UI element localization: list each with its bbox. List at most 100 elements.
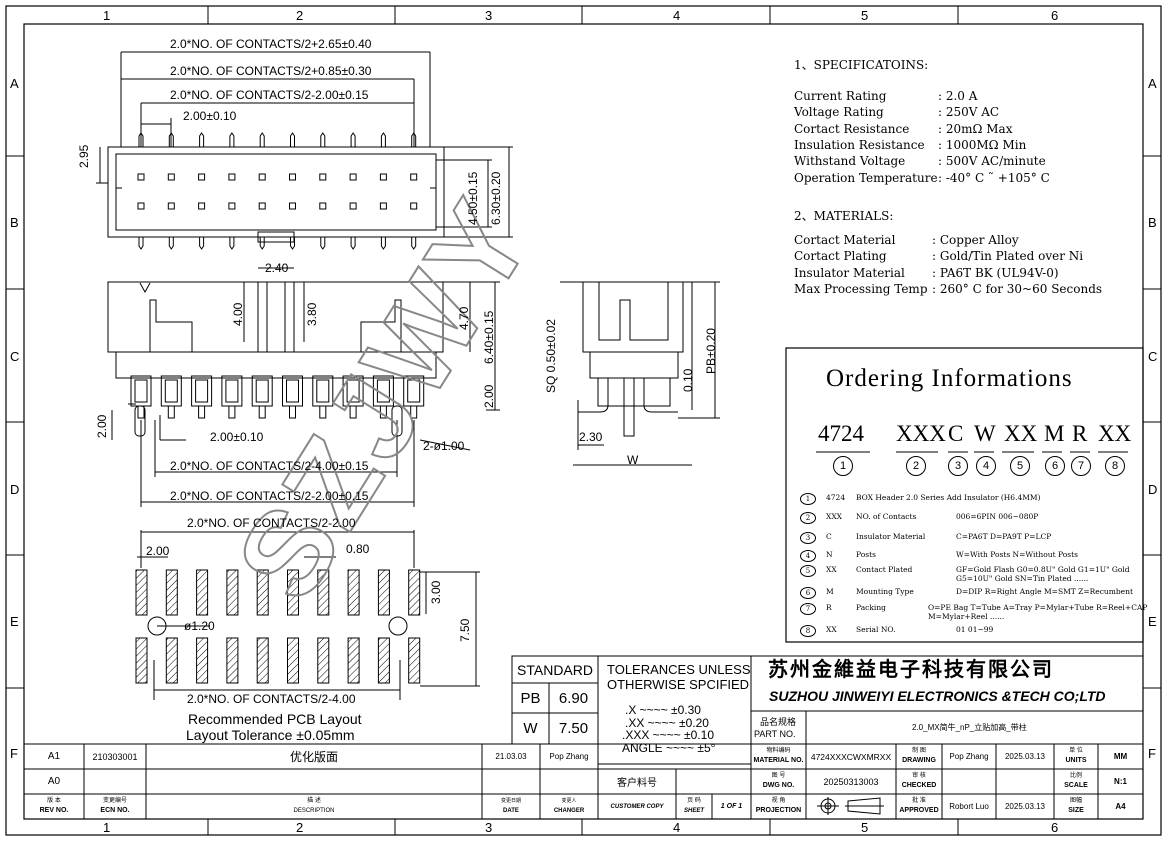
row-label: F	[1148, 746, 1156, 761]
col-label: 5	[861, 8, 869, 23]
dimension-label: 2.0*NO. OF CONTACTS/2-4.00±0.15	[170, 459, 369, 473]
ecn-header: 变更编号	[102, 798, 127, 804]
spec-key: Voltage Rating	[794, 105, 884, 120]
company-name-cn: 苏州金維益电子科技有限公司	[768, 659, 1054, 681]
size-label: SIZE	[1068, 807, 1084, 814]
spec-value: : 1000MΩ Min	[938, 138, 1027, 153]
tolerance-title: TOLERANCES UNLESS	[607, 662, 751, 677]
pcb-pad	[196, 569, 209, 616]
top-pin	[410, 202, 418, 210]
spec-value: : 20mΩ Max	[938, 121, 1013, 136]
ordering-row-options: W=With Posts N=Without Posts	[956, 550, 1078, 559]
pcb-pad	[287, 637, 299, 684]
col-label: 1	[103, 8, 111, 23]
dimension-label: W	[627, 453, 639, 467]
ordering-row-field: Serial NO.	[856, 625, 896, 634]
size: A4	[1115, 802, 1126, 811]
dimension-label: SQ 0.50±0.02	[544, 319, 558, 393]
dimension-label: 0.80	[346, 542, 370, 556]
pcb-pad	[165, 637, 178, 684]
ordering-marker: 2	[906, 456, 926, 476]
standard-key: PB	[520, 689, 541, 707]
pin-tip	[320, 237, 326, 250]
top-pin	[258, 202, 266, 210]
dimension-label: 2.95	[77, 144, 91, 168]
dwg-no: 20250313003	[823, 776, 879, 787]
front-pin-inner	[225, 379, 239, 403]
pcb-pad	[317, 569, 330, 616]
drawing-label: DRAWING	[902, 757, 936, 764]
units-label: 单 位	[1069, 748, 1083, 754]
spec-row: Insulation Resistance: 1000MΩ Min	[794, 137, 1102, 153]
dimension-label: 6.30±0.20	[489, 171, 503, 225]
standard-key: W	[523, 720, 538, 737]
front-pin-inner	[134, 379, 148, 403]
pcb-pad	[226, 569, 239, 616]
row-label: D	[10, 482, 20, 497]
ordering-row-options: GF=Gold Flash G0=0.8U" Gold G1=1U" Gold …	[956, 565, 1130, 583]
pcb-pad	[165, 569, 178, 616]
pcb-pad	[287, 569, 299, 616]
pcb-pad	[408, 637, 421, 684]
ordering-row-field: Packing	[856, 603, 886, 612]
front-pin-inner	[407, 379, 421, 403]
standard-value: 7.50	[558, 720, 589, 737]
col-label: 4	[673, 8, 681, 23]
pin-tip	[259, 132, 265, 147]
front-pin-lead	[410, 405, 418, 419]
materials-title: 2、MATERIALS:	[794, 209, 894, 224]
front-pin-lead	[137, 405, 145, 419]
front-pin-lead	[379, 405, 387, 419]
col-label: 6	[1051, 820, 1059, 835]
ordering-row-number: 3	[800, 532, 816, 544]
dimension-label: ø1.20	[184, 619, 215, 633]
spec-row: Operation Temperature: -40° C ˜ +105° C	[794, 169, 1102, 185]
ordering-marker: 6	[1045, 456, 1065, 476]
date-header: DATE	[503, 808, 519, 814]
rev-header: REV NO.	[39, 807, 69, 814]
dimension-label: 2.30	[579, 430, 603, 444]
desc-header: DESCRIPTION	[293, 808, 335, 814]
ordering-row-field: NO. of Contacts	[856, 512, 917, 521]
pcb-pad	[135, 569, 148, 616]
front-pin-inner	[286, 379, 299, 403]
checked-label: 审 核	[912, 773, 926, 779]
approved-label: 批 准	[912, 798, 926, 804]
pin-tip	[350, 132, 356, 147]
top-pin	[258, 173, 266, 181]
customer-no-label: 客户料号	[617, 778, 657, 789]
spec-value: : 2.0 A	[938, 89, 978, 104]
dimension-label: 2.00	[482, 384, 496, 408]
row-label: E	[1148, 614, 1157, 629]
dwg-no-label: 图 号	[771, 773, 786, 779]
ordering-marker: 7	[1071, 456, 1091, 476]
pin-tip	[411, 237, 417, 250]
front-pin-inner	[164, 379, 178, 403]
revision-desc: 优化版面	[289, 750, 338, 764]
top-pin	[289, 202, 296, 210]
dimension-label: PB±0.20	[704, 328, 718, 374]
side-view	[560, 281, 720, 466]
material-no-label: 物料编码	[766, 748, 791, 754]
col-label: 2	[296, 8, 304, 23]
scale: N:1	[1114, 777, 1127, 786]
spec-key: Operation Temperature	[794, 170, 938, 185]
company-name-en: SUZHOU JINWEIYI ELECTRONICS &TECH CO;LTD	[769, 688, 1106, 704]
ordering-row-options: O=PE Bag T=Tube A=Tray P=Mylar+Tube R=Re…	[928, 603, 1148, 621]
pin-tip	[138, 132, 144, 147]
dimension-label: 2.40	[265, 261, 289, 275]
col-label: 3	[485, 8, 493, 23]
ordering-row-number: 7	[800, 603, 816, 615]
ordering-row-options: 006=6PIN 006~080P	[956, 512, 1039, 521]
top-pin	[379, 202, 387, 210]
pcb-pad	[377, 569, 390, 616]
ordering-title: Ordering Informations	[826, 365, 1073, 392]
dimension-label: 2.00	[146, 544, 170, 558]
ordering-marker: 1	[833, 456, 853, 476]
part-no-label: PART NO.	[754, 729, 796, 739]
pin-tip	[411, 132, 417, 147]
